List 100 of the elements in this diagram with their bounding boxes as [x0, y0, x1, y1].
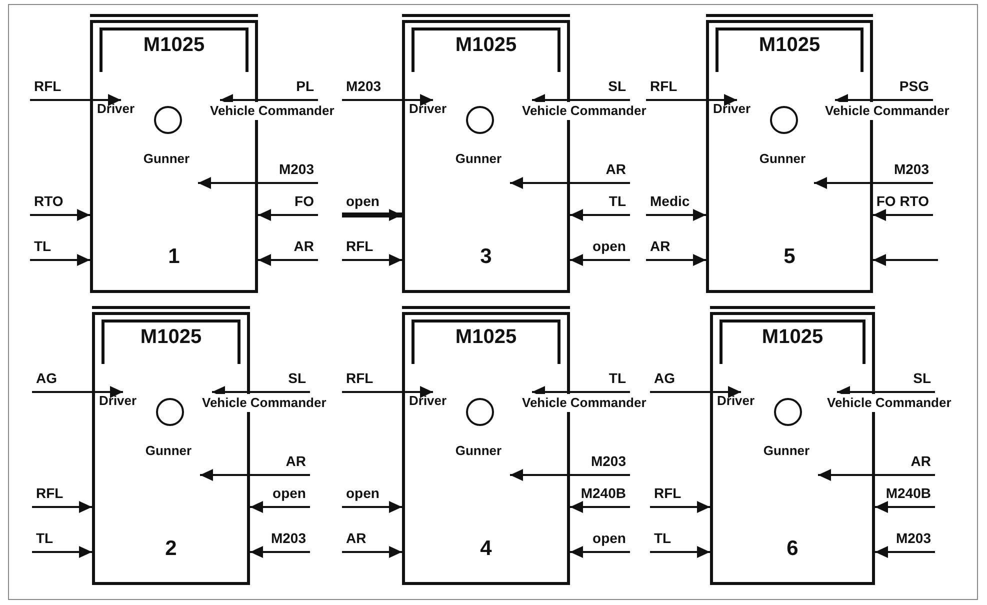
crew-role-label: AR [342, 528, 400, 552]
crew-role-label: M203 [252, 528, 310, 552]
crew-role-label: AG [32, 368, 90, 392]
vehicle-commander-seat-label: Vehicle Commander [823, 102, 952, 120]
driver-seat-label: Driver [717, 392, 755, 410]
arrow [873, 254, 938, 266]
crew-role-label: RFL [650, 483, 708, 507]
crew-role-label: open [572, 236, 630, 260]
vehicle-number: 5 [782, 244, 796, 270]
driver-seat-label: Driver [409, 392, 447, 410]
arrow [646, 254, 706, 266]
crew-role-label: open [252, 483, 310, 507]
crew-role-label: TL [32, 528, 90, 552]
vehicle-commander-seat-label: Vehicle Commander [208, 102, 336, 120]
arrow [30, 209, 90, 221]
arrow [570, 254, 630, 266]
crew-role-label: TL [572, 368, 630, 392]
vehicle-number: 6 [786, 536, 800, 562]
arrow [258, 209, 318, 221]
arrow [198, 177, 318, 189]
gunner-seat-label: Gunner [454, 442, 503, 460]
arrow [32, 386, 123, 398]
crew-role-label: FO RTO [875, 191, 933, 215]
arrow [342, 209, 402, 221]
arrow [875, 501, 935, 513]
vehicle-model-label: M1025 [139, 325, 203, 349]
arrow [646, 94, 737, 106]
arrow [250, 546, 310, 558]
vehicle-number: 3 [479, 244, 493, 270]
vehicle-commander-seat-label: Vehicle Commander [825, 394, 954, 412]
crew-role-label: RFL [646, 76, 704, 100]
crew-role-label: SL [877, 368, 935, 392]
vehicle-number: 2 [164, 536, 178, 562]
crew-role-label: AR [877, 451, 935, 475]
arrow [570, 501, 630, 513]
arrow [342, 94, 433, 106]
arrow [32, 501, 92, 513]
crew-role-label: TL [572, 191, 630, 215]
vehicle-number: 1 [167, 244, 181, 270]
driver-seat-label: Driver [97, 100, 135, 118]
crew-role-label: open [572, 528, 630, 552]
arrow [818, 469, 935, 481]
arrow [570, 546, 630, 558]
crew-role-label: RFL [32, 483, 90, 507]
crew-role-label: M203 [877, 528, 935, 552]
vehicle-commander-seat-label: Vehicle Commander [520, 102, 648, 120]
crew-role-label: AR [252, 451, 310, 475]
crew-role-label: open [342, 483, 400, 507]
arrow [32, 546, 92, 558]
crew-role-label: PSG [875, 76, 933, 100]
arrow [510, 177, 630, 189]
crew-role-label: M203 [572, 451, 630, 475]
arrow [814, 177, 933, 189]
arrow [510, 469, 630, 481]
gunner-seat-label: Gunner [142, 150, 191, 168]
vehicle-number: 4 [479, 536, 493, 562]
crew-role-label: M240B [877, 483, 935, 507]
vehicle-model-label: M1025 [454, 325, 518, 349]
gunner-seat-label: Gunner [144, 442, 193, 460]
arrow [342, 386, 433, 398]
arrow [250, 501, 310, 513]
arrow [342, 501, 402, 513]
crew-role-label: TL [650, 528, 708, 552]
crew-role-label: open [342, 191, 400, 215]
gunner-seat-label: Gunner [454, 150, 503, 168]
crew-role-label: SL [252, 368, 310, 392]
gunner-seat-label: Gunner [762, 442, 811, 460]
vehicle-model-label: M1025 [142, 33, 206, 57]
driver-seat-label: Driver [99, 392, 137, 410]
crew-role-label: PL [260, 76, 318, 100]
arrow [875, 546, 935, 558]
arrow [342, 546, 402, 558]
arrow [650, 386, 741, 398]
arrow [650, 501, 710, 513]
crew-role-label: RFL [342, 368, 400, 392]
crew-role-label: FO [260, 191, 318, 215]
vehicle-model-label: M1025 [758, 33, 822, 57]
arrow [30, 94, 121, 106]
crew-role-label: M203 [875, 159, 933, 183]
arrow [30, 254, 90, 266]
crew-role-label: M203 [260, 159, 318, 183]
crew-role-label: AR [646, 236, 704, 260]
crew-role-label: M240B [572, 483, 630, 507]
crew-role-label: RTO [30, 191, 88, 215]
arrow [650, 546, 710, 558]
crew-role-label: AG [650, 368, 708, 392]
crew-role-label: SL [572, 76, 630, 100]
crew-role-label: Medic [646, 191, 704, 215]
crew-role-label: AR [572, 159, 630, 183]
arrow [873, 209, 933, 221]
arrow [570, 209, 630, 221]
vehicle-commander-seat-label: Vehicle Commander [200, 394, 328, 412]
crew-role-label: AR [260, 236, 318, 260]
crew-role-label: RFL [342, 236, 400, 260]
arrow [342, 254, 402, 266]
arrow [258, 254, 318, 266]
driver-seat-label: Driver [409, 100, 447, 118]
arrow [646, 209, 706, 221]
gunner-seat-label: Gunner [758, 150, 807, 168]
crew-role-label: M203 [342, 76, 400, 100]
